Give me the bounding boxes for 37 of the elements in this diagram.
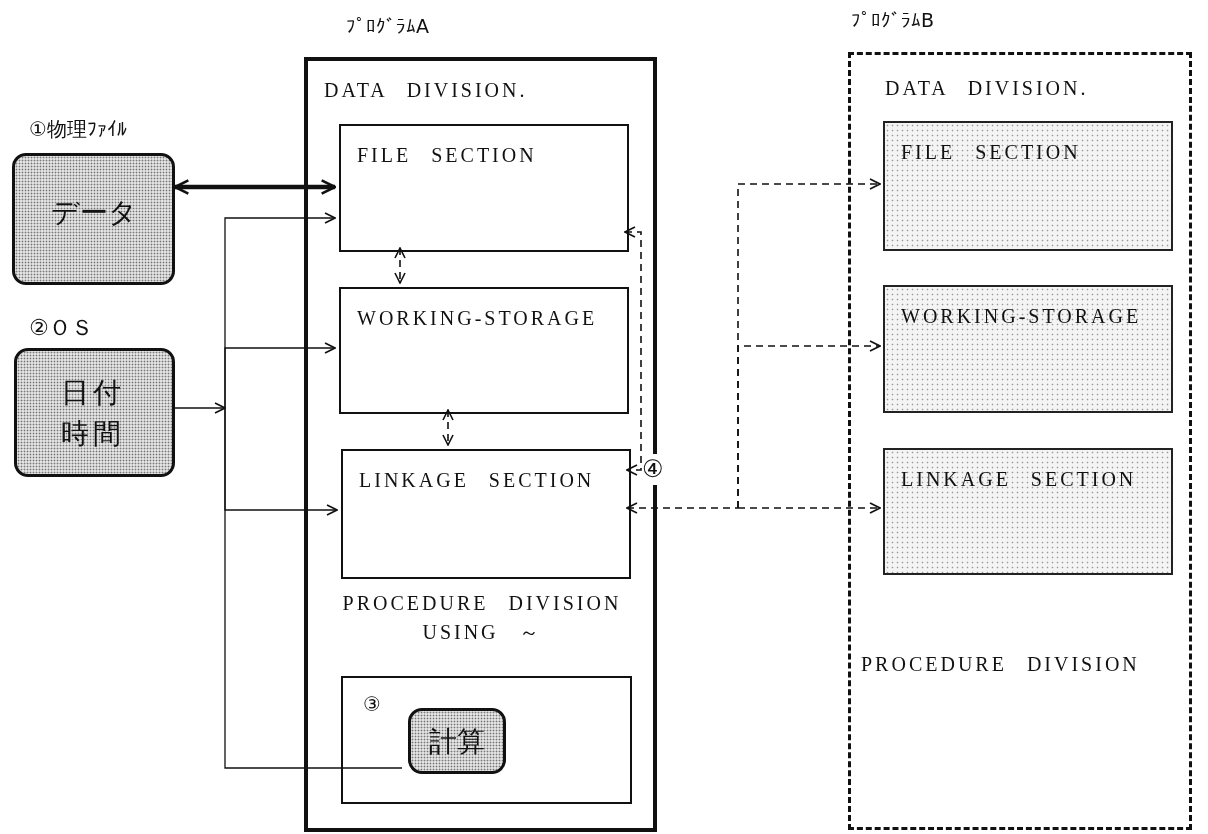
box-label: データ	[49, 195, 138, 231]
section-label: LINKAGE SECTION	[359, 469, 595, 492]
arrow	[624, 226, 642, 476]
branch-line	[737, 502, 881, 514]
section-box	[883, 448, 1173, 575]
section-label: WORKING-STORAGE	[357, 307, 598, 330]
section-label: WORKING-STORAGE	[901, 305, 1142, 328]
section-box	[339, 124, 629, 252]
callout-number: ③	[363, 692, 381, 716]
calc-box	[408, 708, 506, 774]
section-box	[883, 285, 1173, 413]
program-title: ﾌﾟﾛｸﾞﾗﾑA	[346, 15, 429, 37]
trunk-line	[626, 502, 739, 514]
division-label: PROCEDURE DIVISION	[861, 653, 1140, 676]
trunk-line	[174, 402, 226, 414]
section-box	[339, 287, 629, 414]
program-title: ﾌﾟﾛｸﾞﾗﾑB	[851, 9, 935, 31]
branch-line	[737, 340, 881, 509]
arrow	[173, 179, 337, 195]
callout-number: ④	[642, 454, 664, 486]
box-label: 日付時間	[61, 375, 126, 452]
section-label: LINKAGE SECTION	[901, 468, 1137, 491]
arrow	[442, 409, 454, 446]
section-label: FILE SECTION	[901, 141, 1081, 164]
section-label: FILE SECTION	[357, 144, 537, 167]
branch-line	[224, 407, 403, 769]
division-label: DATA DIVISION.	[324, 79, 528, 102]
procedure-box	[341, 676, 632, 804]
section-box	[883, 121, 1173, 251]
box-heading: ②ＯＳ	[29, 314, 93, 342]
arrow	[394, 247, 406, 284]
division-label: PROCEDURE DIVISION USING ～	[341, 591, 623, 645]
division-label: DATA DIVISION.	[885, 77, 1089, 100]
box-label: 計算	[428, 724, 486, 760]
box-heading: ①物理ﾌｧｲﾙ	[29, 116, 127, 143]
branch-line	[224, 342, 336, 409]
section-box	[341, 449, 631, 579]
